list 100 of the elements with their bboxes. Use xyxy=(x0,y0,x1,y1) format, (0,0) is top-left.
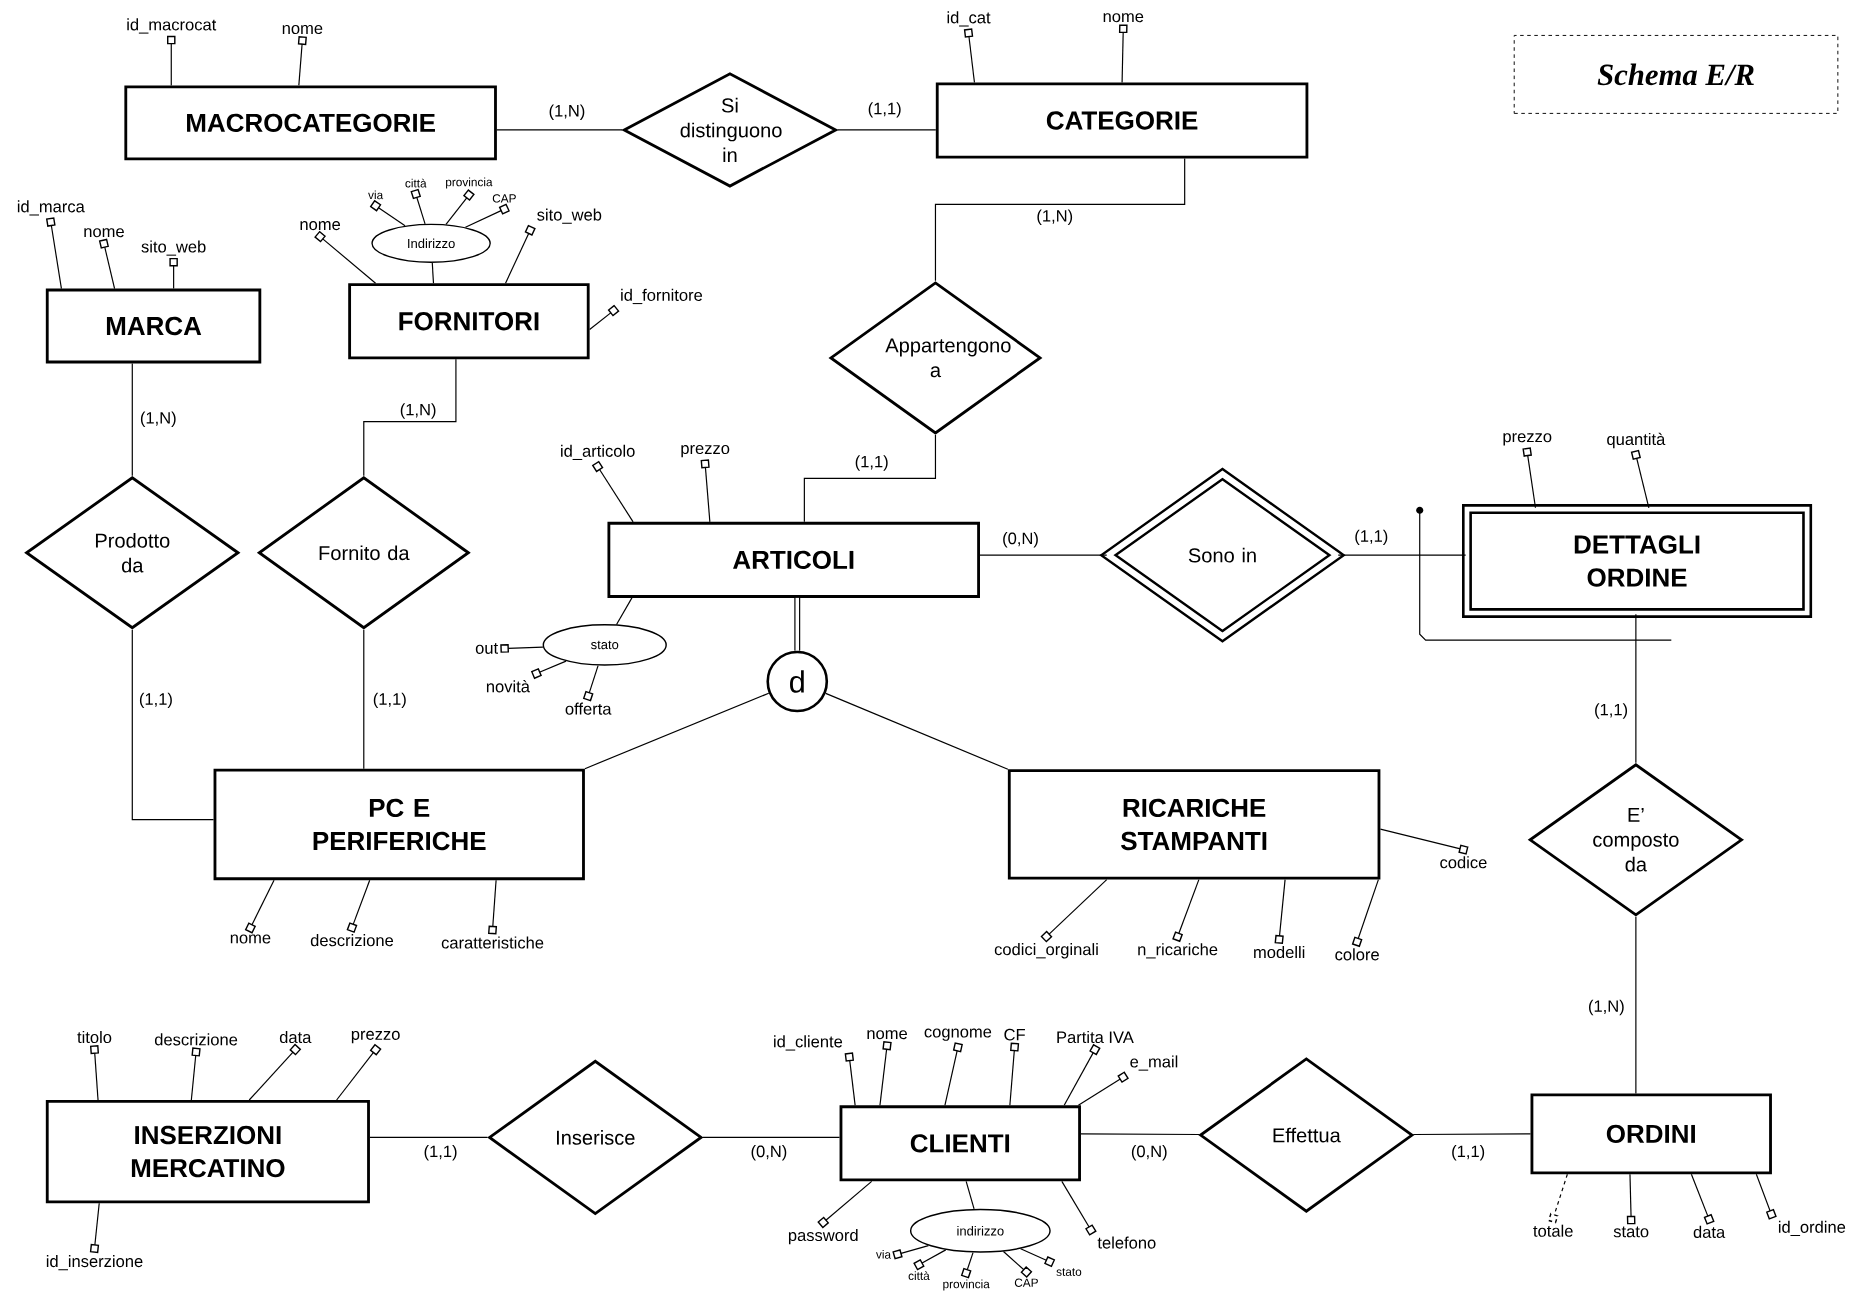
attribute-label: telefono xyxy=(1097,1236,1156,1249)
attribute-line xyxy=(190,1047,201,1101)
attribute-line xyxy=(336,1043,382,1101)
attribute-line xyxy=(500,643,544,653)
attribute-line xyxy=(45,217,62,289)
attribute-line xyxy=(244,879,275,934)
attribute-label: nome xyxy=(1103,13,1144,23)
entity-box: RICARICHE STAMPANTI xyxy=(1007,769,1381,880)
entity-box: CLIENTI xyxy=(839,1105,1081,1182)
attribute-line xyxy=(169,257,178,289)
attribute-label: e_mail xyxy=(1130,1055,1178,1071)
entity-box: ARTICOLI xyxy=(607,521,980,598)
attribute-line xyxy=(346,879,371,933)
attribute-line xyxy=(1063,1043,1101,1106)
attribute-label: cognome xyxy=(924,1028,992,1041)
attribute-line xyxy=(1040,878,1108,943)
attribute-line xyxy=(1077,1071,1129,1106)
attribute-label: nome xyxy=(300,220,341,230)
attribute-label: data xyxy=(279,1030,312,1043)
connector xyxy=(363,629,365,770)
connector xyxy=(431,262,435,284)
attribute-line xyxy=(1274,878,1286,944)
edge-label: (1,N) xyxy=(138,410,178,429)
attribute-line xyxy=(582,664,599,702)
attribute-label: caratteristiche xyxy=(441,936,544,949)
connector xyxy=(363,358,457,477)
attribute-label: provincia xyxy=(943,1279,990,1291)
attribute-line xyxy=(1009,1042,1020,1106)
connector xyxy=(979,554,1108,556)
attribute-line xyxy=(410,188,426,225)
attribute-label: sito_web xyxy=(537,208,602,224)
edge-label: (0,N) xyxy=(1000,530,1041,549)
attribute-line xyxy=(504,224,536,284)
attribute-line xyxy=(297,35,307,86)
attribute-label: Partita IVA xyxy=(1057,1030,1134,1043)
entity-box: PC E PERIFERICHE xyxy=(213,768,585,881)
attribute-label: password xyxy=(788,1228,858,1245)
connector xyxy=(837,129,937,131)
connector xyxy=(1635,916,1637,1094)
attribute-label: città xyxy=(908,1271,930,1280)
connector xyxy=(1412,1133,1532,1135)
attribute-label: id_cat xyxy=(947,11,991,27)
attribute-label: nome xyxy=(282,24,323,34)
attribute-line xyxy=(1061,1180,1097,1236)
attribute-line xyxy=(369,199,406,227)
edge-label: (1,1) xyxy=(422,1143,459,1162)
attribute-label: stato xyxy=(1613,1226,1649,1238)
connector xyxy=(131,362,133,477)
connector xyxy=(131,629,215,821)
attribute-line xyxy=(960,1251,974,1279)
connector xyxy=(934,157,1186,282)
attribute-line xyxy=(844,1052,856,1106)
attribute-label: id_marca xyxy=(17,200,85,216)
attribute-label: provincia xyxy=(446,177,493,189)
connector xyxy=(803,434,937,523)
connector xyxy=(369,1136,489,1138)
entity-box: ORDINI xyxy=(1530,1093,1772,1175)
connector xyxy=(1080,1133,1200,1135)
attribute-label: id_macrocat xyxy=(127,18,217,34)
attribute-label: colore xyxy=(1335,948,1379,961)
attribute-label: out xyxy=(475,642,498,654)
connector xyxy=(825,692,1009,770)
attribute-line xyxy=(700,459,711,523)
edge-label: (1,1) xyxy=(137,691,175,710)
attribute-label: prezzo xyxy=(351,1030,400,1044)
attribute-line xyxy=(817,1180,873,1229)
connector xyxy=(1337,554,1467,556)
attribute-line xyxy=(530,660,567,679)
edge-label: (1,1) xyxy=(1353,528,1390,547)
attribute-line xyxy=(944,1042,963,1106)
connector xyxy=(1635,613,1637,764)
attribute-line xyxy=(892,1244,929,1260)
attribute-label: quantità xyxy=(1607,432,1666,449)
attribute-line xyxy=(1755,1173,1777,1220)
attribute-line xyxy=(1690,1173,1715,1225)
attribute-line xyxy=(1002,1250,1033,1278)
attribute-label: id_cliente xyxy=(774,1035,843,1051)
attribute-label: descrizione xyxy=(154,1033,238,1046)
attribute-label: titolo xyxy=(77,1030,112,1043)
attribute-line xyxy=(464,203,510,228)
attribute-line xyxy=(1630,449,1650,509)
attribute-label: codici_orginali xyxy=(994,942,1098,959)
attribute-label: id_fornitore xyxy=(621,288,703,304)
attribute-line xyxy=(488,879,498,935)
edge-label: (1,1) xyxy=(1592,702,1630,720)
edge-label: (0,N) xyxy=(1129,1143,1169,1162)
attribute-line xyxy=(1172,878,1200,942)
attribute-label: totale xyxy=(1533,1224,1573,1237)
attribute-label: città xyxy=(405,178,427,188)
attribute-line xyxy=(879,1040,892,1106)
connector xyxy=(702,1136,841,1138)
attribute-line xyxy=(89,1202,100,1253)
attribute-label: prezzo xyxy=(1503,433,1552,446)
edge-label: (1,1) xyxy=(866,100,903,119)
entity-box: MARCA xyxy=(45,288,262,364)
attribute-line xyxy=(1379,828,1469,855)
edge-label: (1,N) xyxy=(398,402,438,420)
entity-box: FORNITORI xyxy=(348,283,590,360)
attribute-line xyxy=(1626,1173,1636,1225)
attribute-label: descrizione xyxy=(310,933,394,947)
